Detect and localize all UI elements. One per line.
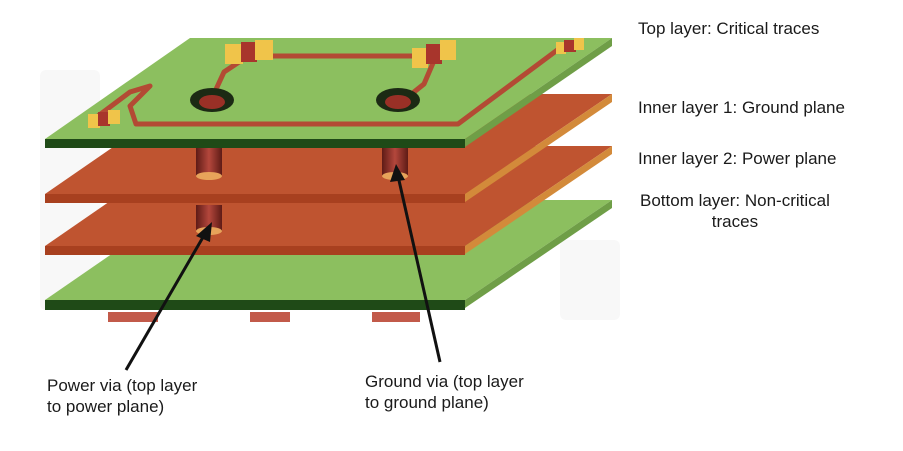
label-ground-via: Ground via (top layer to ground plane) (365, 371, 524, 413)
label-bottom-layer-line1: Bottom layer: Non-critical (640, 191, 830, 210)
label-ground-via-line2: to ground plane) (365, 393, 489, 412)
label-power-via: Power via (top layer to power plane) (47, 375, 197, 417)
top-via-holes (190, 88, 420, 112)
label-top-layer: Top layer: Critical traces (638, 19, 820, 38)
top-components (88, 38, 584, 128)
component-4 (556, 38, 584, 54)
component-1 (225, 40, 273, 64)
component-2 (412, 40, 456, 68)
label-ground-via-line1: Ground via (top layer (365, 372, 524, 391)
label-bottom-layer: Bottom layer: Non-critical traces (640, 190, 830, 232)
label-power-via-line2: to power plane) (47, 397, 165, 416)
power-via-arrow (124, 222, 212, 371)
label-bottom-layer-line2: traces (711, 212, 759, 231)
power-via-upper (196, 146, 222, 180)
label-inner-layer-2: Inner layer 2: Power plane (638, 149, 837, 168)
component-3 (88, 110, 120, 128)
bottom-pads (108, 312, 420, 322)
label-inner-layer-1: Inner layer 1: Ground plane (638, 98, 845, 117)
ground-via-arrow (390, 164, 442, 363)
label-power-via-line1: Power via (top layer (47, 376, 198, 395)
